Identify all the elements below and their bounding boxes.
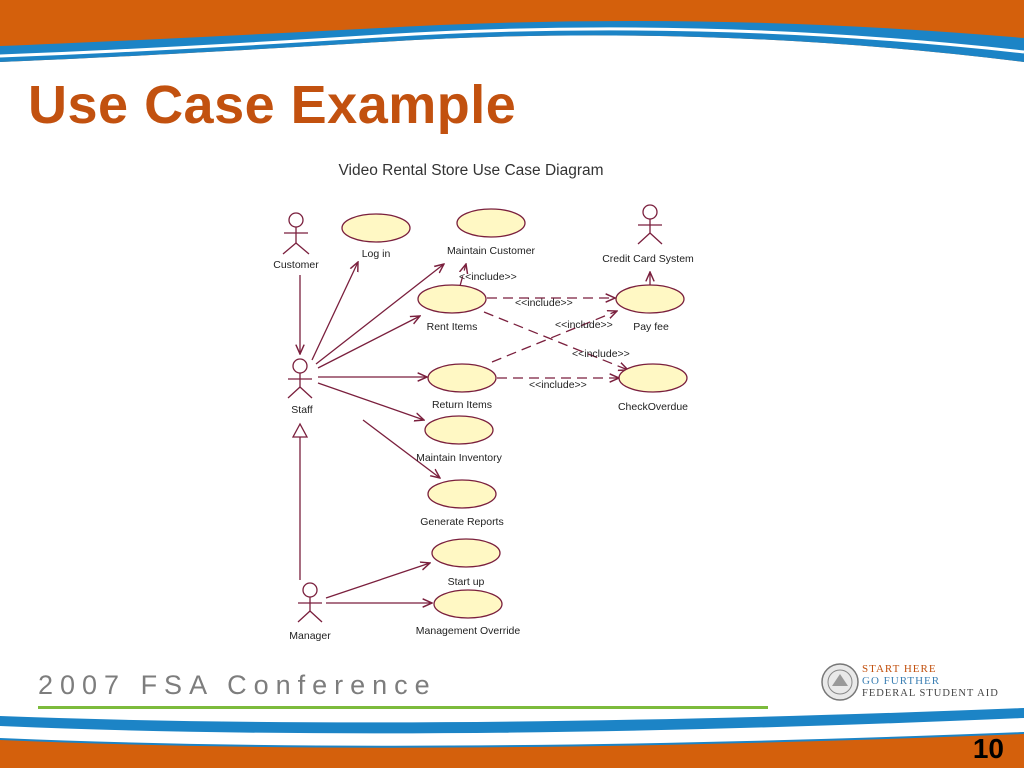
slide-title: Use Case Example xyxy=(28,75,517,135)
usecase-label-generate-reports: Generate Reports xyxy=(420,516,503,528)
seal-icon xyxy=(821,663,859,701)
logo-line-start-here: START HERE xyxy=(862,663,937,675)
include-rent-checkoverdue xyxy=(483,311,628,370)
usecase-maintain-customer xyxy=(456,208,526,238)
usecase-return-items xyxy=(427,363,497,393)
edge-staff-login xyxy=(311,262,358,361)
usecase-management-override xyxy=(433,589,503,619)
usecase-label-rent-items: Rent Items xyxy=(427,321,478,333)
actor-staff xyxy=(287,358,313,399)
diagram-title: Video Rental Store Use Case Diagram xyxy=(338,162,603,179)
edge-staff-maintain-customer xyxy=(315,264,444,365)
usecase-start-up xyxy=(431,538,501,568)
conference-footer-text: 2007 FSA Conference xyxy=(38,670,437,700)
usecase-label-return-items: Return Items xyxy=(432,399,492,411)
usecase-label-pay-fee: Pay fee xyxy=(633,321,669,333)
edge-staff-maintain-inventory xyxy=(317,382,424,420)
usecase-label-management-override: Management Override xyxy=(416,625,521,637)
include-label: <<include>> xyxy=(515,297,573,309)
actor-label-manager: Manager xyxy=(289,630,331,642)
actor-label-staff: Staff xyxy=(291,404,312,416)
fsa-logo: START HERE GO FURTHER FEDERAL STUDENT AI… xyxy=(818,660,1014,704)
usecase-maintain-inventory xyxy=(424,415,494,445)
logo-line-federal-student-aid: FEDERAL STUDENT AID xyxy=(862,688,999,699)
usecase-label-log-in: Log in xyxy=(362,248,391,260)
usecase-label-maintain-customer: Maintain Customer xyxy=(447,245,536,257)
logo-line-go-further: GO FURTHER xyxy=(862,675,941,687)
actor-label-credit-card-system: Credit Card System xyxy=(602,253,694,265)
include-rent-maintain xyxy=(460,264,466,287)
usecase-log-in xyxy=(341,213,411,243)
usecase-rent-items xyxy=(417,284,487,314)
include-label: <<include>> xyxy=(459,271,517,283)
actor-manager xyxy=(297,582,323,623)
usecase-pay-fee xyxy=(615,284,685,314)
include-label: <<include>> xyxy=(555,319,613,331)
include-label: <<include>> xyxy=(572,348,630,360)
page-number: 10 xyxy=(972,733,1004,764)
footer-band-orange xyxy=(0,734,1024,768)
include-return-payfee xyxy=(491,311,617,363)
usecase-label-maintain-inventory: Maintain Inventory xyxy=(416,452,503,464)
edge-manager-startup xyxy=(325,563,430,599)
usecase-label-start-up: Start up xyxy=(448,576,485,588)
header-band-white-line xyxy=(0,27,1024,58)
footer-band-white xyxy=(0,718,1024,746)
actor-credit-card-system xyxy=(637,204,663,245)
edge-staff-rent-items xyxy=(317,316,420,369)
generalization-arrowhead xyxy=(291,422,309,438)
actor-label-customer: Customer xyxy=(273,259,319,271)
edge-staff-generate-reports xyxy=(362,419,440,478)
include-label: <<include>> xyxy=(529,379,587,391)
usecase-check-overdue xyxy=(618,363,688,393)
usecase-label-check-overdue: CheckOverdue xyxy=(618,401,688,413)
usecase-generate-reports xyxy=(427,479,497,509)
footer-green-line xyxy=(38,706,768,709)
actor-customer xyxy=(282,212,310,255)
